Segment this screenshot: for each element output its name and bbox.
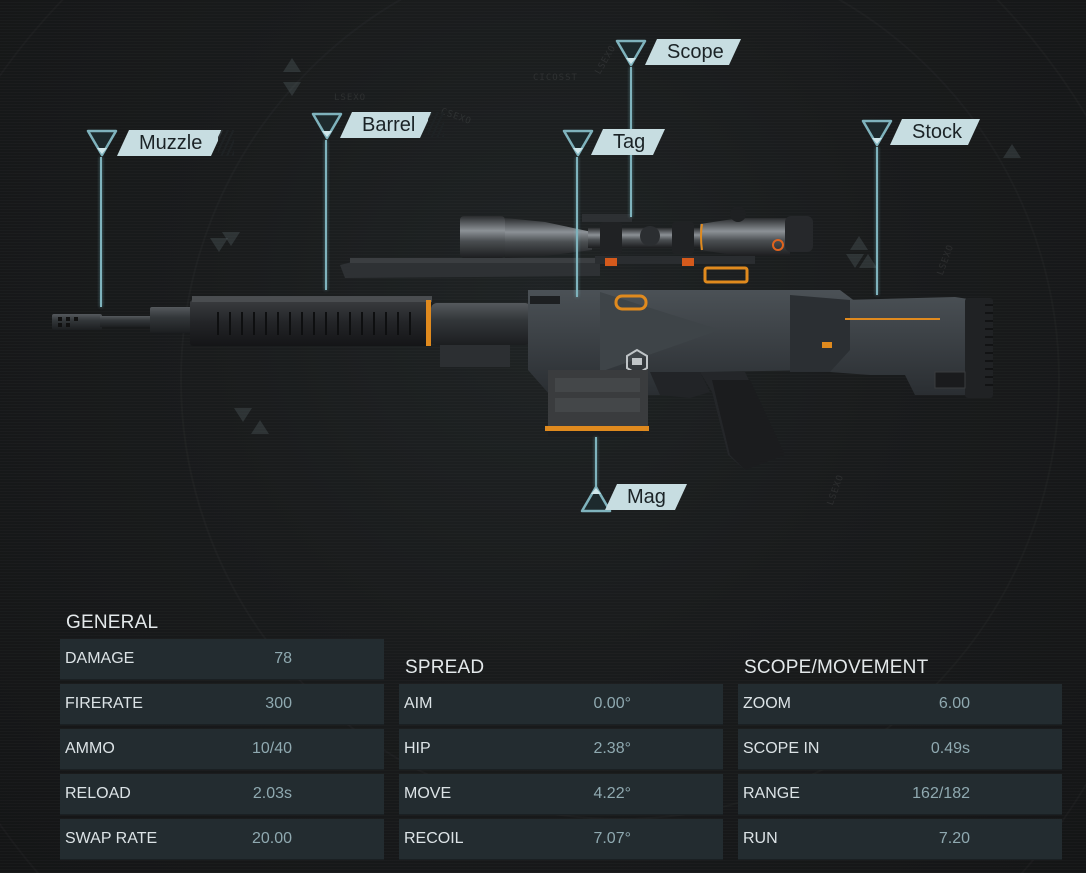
background-triangle-icon [283,82,301,96]
stat-value: 10/40 [251,740,292,757]
stat-name: RANGE [743,785,800,802]
stat-name: HIP [404,740,431,757]
stat-row: RUN 7.20 [738,819,1062,860]
stat-name: AMMO [65,740,115,757]
stat-name: RECOIL [404,830,464,847]
stat-row: RELOAD 2.03s [60,774,384,815]
attachment-label-muzzle[interactable]: Muzzle [117,130,223,156]
attachment-pin-down-icon [86,129,118,157]
callout-line [876,147,878,295]
stat-row: RANGE 162/182 [738,774,1062,815]
background-triangle-icon [1003,144,1021,158]
sniper-rifle-model [52,214,993,470]
label-stripes [218,130,234,156]
background-triangle-icon [283,58,301,72]
label-stripes [428,112,444,138]
stat-name: SWAP RATE [65,830,158,847]
stat-name: AIM [404,695,433,712]
callout-line [325,140,327,290]
stat-value: 2.03s [252,785,292,802]
stat-value: 0.49s [930,740,970,757]
attachment-pin-down-icon [311,112,343,140]
background-glyph: LSEXO [334,93,367,103]
stat-value: 0.00° [593,695,631,712]
stat-name: DAMAGE [65,650,135,667]
callout-line [595,437,597,487]
background-triangle-icon [234,408,252,422]
attachment-label-stock[interactable]: Stock [890,119,980,145]
stat-value: 300 [265,695,292,712]
stat-row: MOVE 4.22° [399,774,723,815]
stat-value: 162/182 [912,785,970,802]
background-triangle-icon [859,254,877,268]
panel-title: SPREAD [405,657,485,678]
stat-name: SCOPE IN [743,740,820,757]
stat-name: ZOOM [743,695,791,712]
attachment-label-tag[interactable]: Tag [591,129,665,155]
stat-row: AIM 0.00° [399,684,723,725]
background-triangle-icon [850,236,868,250]
stat-value: 7.20 [938,830,970,847]
stat-value: 78 [274,650,292,667]
stat-name: FIRERATE [65,695,143,712]
panel-title: SCOPE/MOVEMENT [744,657,929,678]
stat-row: ZOOM 6.00 [738,684,1062,725]
attachment-label-scope[interactable]: Scope [645,39,741,65]
stat-value: 7.07° [593,830,631,847]
stat-row: RECOIL 7.07° [399,819,723,860]
stat-value: 20.00 [251,830,292,847]
stat-name: RELOAD [65,785,131,802]
background-triangle-icon [210,238,228,252]
stat-row: HIP 2.38° [399,729,723,770]
background-triangle-icon [251,420,269,434]
attachment-label-barrel[interactable]: Barrel [340,112,432,138]
callout-line [576,157,578,297]
attachment-pin-down-icon [615,39,647,67]
background-triangle-icon [846,254,864,268]
stat-row: SWAP RATE 20.00 [60,819,384,860]
stat-row: AMMO 10/40 [60,729,384,770]
stat-row: DAMAGE 78 [60,639,384,680]
callout-line [100,157,102,307]
stat-value: 2.38° [593,740,631,757]
stat-value: 4.22° [593,785,631,802]
stat-name: RUN [743,830,778,847]
panel-title: GENERAL [66,612,159,633]
stat-name: MOVE [404,785,452,802]
stat-row: FIRERATE 300 [60,684,384,725]
stat-row: SCOPE IN 0.49s [738,729,1062,770]
attachment-label-mag[interactable]: Mag [605,484,687,510]
stat-value: 6.00 [938,695,970,712]
attachment-pin-down-icon [562,129,594,157]
background-glyph: CICOSST [533,73,578,83]
attachment-pin-up-icon [580,485,612,513]
attachment-pin-down-icon [861,119,893,147]
